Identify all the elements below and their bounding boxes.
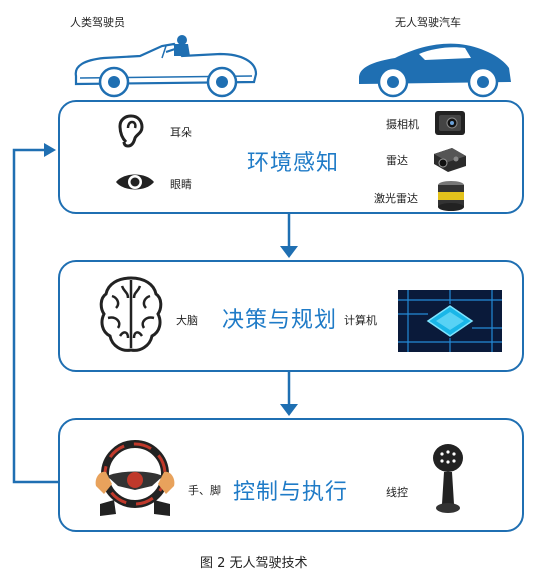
brain-label: 大脑 (176, 314, 198, 327)
drive-by-wire-label: 线控 (386, 486, 408, 499)
lidar-label: 激光雷达 (374, 192, 418, 205)
radar-label: 雷达 (386, 154, 408, 167)
autonomous-car-label: 无人驾驶汽车 (395, 16, 461, 29)
ear-label: 耳朵 (170, 126, 192, 139)
hands-feet-label: 手、脚 (188, 484, 221, 497)
human-driver-label: 人类驾驶员 (70, 16, 125, 29)
eye-label: 眼睛 (170, 178, 192, 191)
planning-title: 决策与规划 (222, 308, 338, 333)
perception-title: 环境感知 (247, 151, 340, 176)
camera-label: 摄相机 (386, 118, 419, 131)
brain-icon (99, 276, 163, 352)
ear-icon (118, 114, 144, 148)
sports-car-icon (359, 43, 511, 98)
figure-caption: 图 2 无人驾驶技术 (200, 556, 308, 571)
convertible-car-icon (74, 35, 258, 98)
cpu-chip-icon (398, 290, 502, 352)
gear-shifter-icon (433, 444, 463, 513)
computer-label: 计算机 (344, 314, 377, 327)
control-title: 控制与执行 (233, 480, 349, 505)
radar-icon (434, 148, 466, 172)
steering-wheel-icon (95, 440, 175, 516)
eye-icon (116, 174, 154, 190)
lidar-icon (438, 181, 464, 211)
camera-icon (435, 111, 465, 135)
